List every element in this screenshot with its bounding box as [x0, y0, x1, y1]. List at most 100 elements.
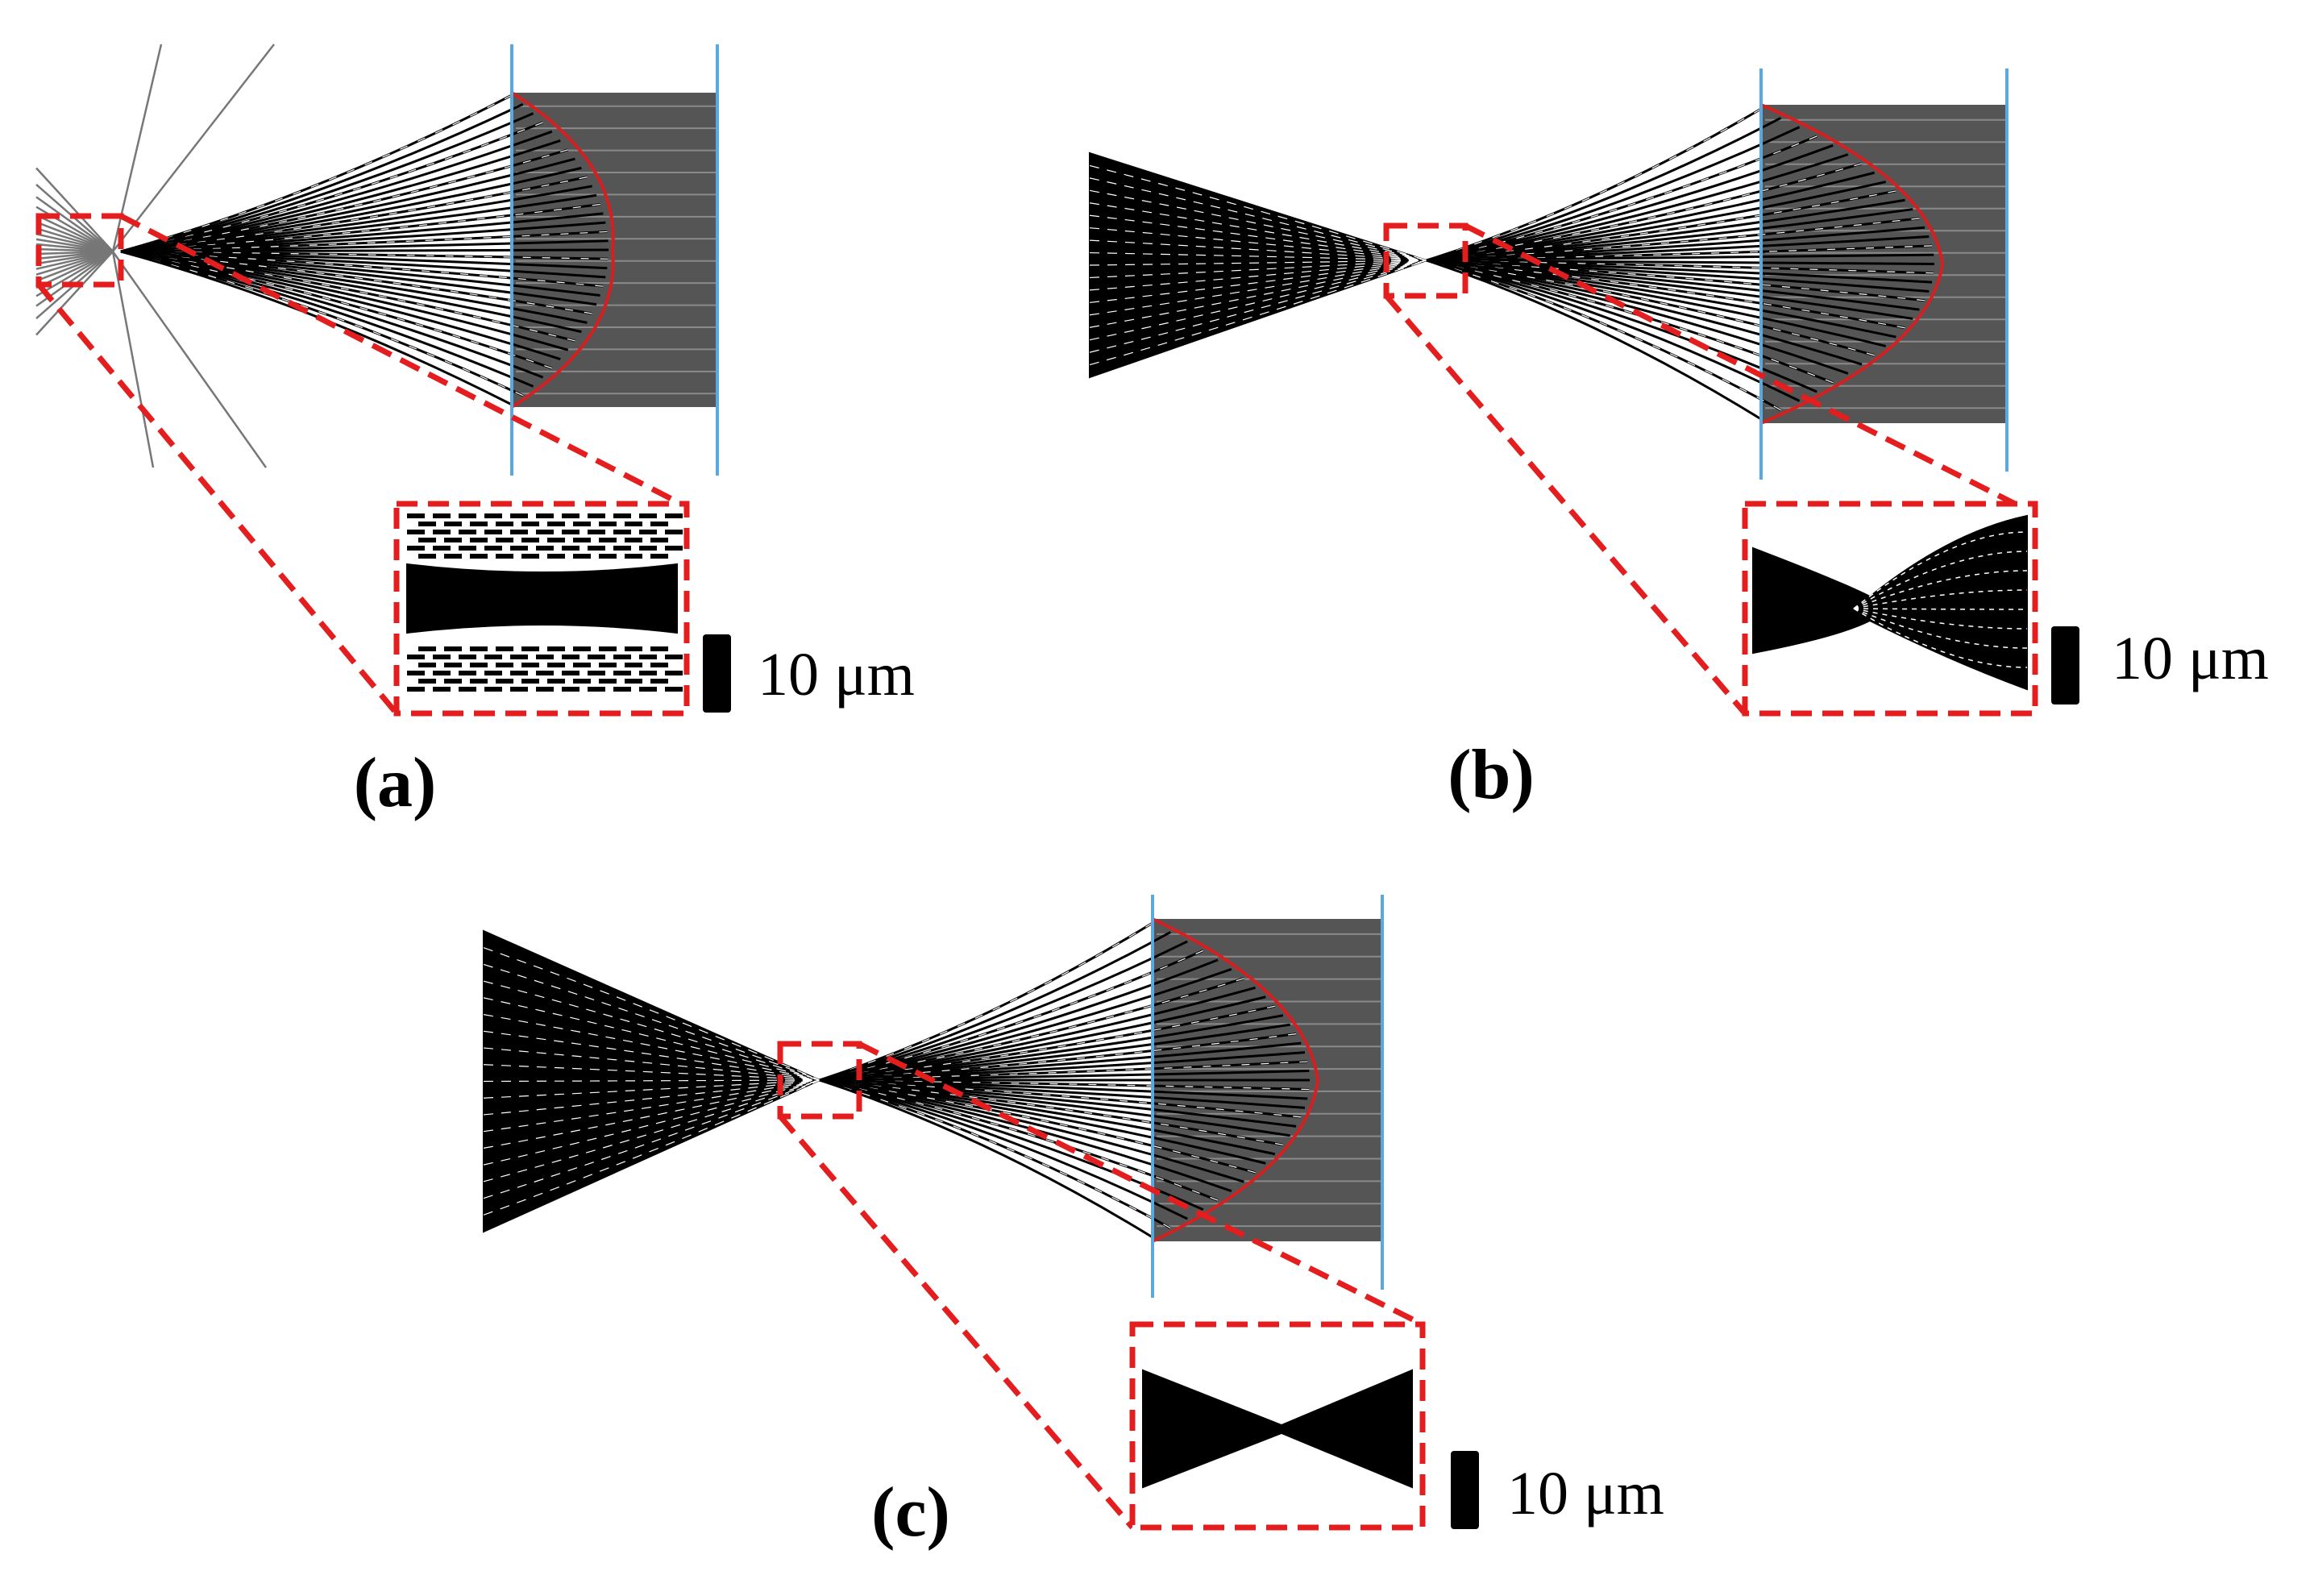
cone-ray-highlight [1089, 227, 1427, 261]
panel-a-zoom-box [393, 501, 690, 717]
cone-ray-highlight [483, 980, 820, 1081]
ray-highlight [819, 1079, 1171, 1229]
panel-a-zoom-connector-bottom [36, 282, 399, 716]
converging-ray [1426, 259, 1863, 366]
panel-b-zoom-box [1742, 501, 2038, 717]
diverging-ray [35, 250, 114, 282]
cone-body [483, 929, 822, 1233]
cone-ray-highlight [1089, 164, 1427, 261]
converging-ray [120, 102, 524, 253]
converging-ray [819, 940, 1188, 1082]
diverging-ray [111, 251, 155, 468]
converging-ray [1426, 126, 1801, 262]
cone-ray-highlight [483, 1079, 820, 1099]
ray-highlight [819, 978, 1244, 1081]
cone-ray-highlight [1089, 260, 1427, 279]
inset-ray-highlight [1853, 589, 2028, 609]
inset-ray-highlight [1853, 551, 2028, 609]
converging-ray [819, 967, 1232, 1082]
panel-c-zoom-box [1129, 1321, 1426, 1531]
panel-c-zoom-connector-top [858, 1041, 1424, 1328]
converging-ray [819, 931, 1171, 1082]
ray-highlight [120, 94, 513, 252]
panel-b-zoom-connector-top [1464, 222, 2017, 507]
converging-ray [819, 1079, 1232, 1193]
cone-ray-highlight [483, 1079, 820, 1216]
converging-ray [1426, 259, 1762, 421]
inset-hourglass [1142, 1369, 1413, 1489]
ray-highlight [1426, 260, 1834, 384]
cone-ray-highlight [1089, 260, 1427, 266]
panel-c-scale-bar [1451, 1451, 1479, 1529]
panel-a-beam-lines [516, 105, 716, 395]
panel-b-label: (b) [1448, 736, 1535, 814]
cone-ray-highlight [483, 1079, 820, 1182]
cone-ray-highlight [483, 947, 820, 1081]
diverging-ray [35, 250, 114, 297]
diverging-ray [35, 167, 114, 252]
panel-a-zoom-connector-top [119, 213, 683, 507]
panel-c-zoom-inset-rays [1142, 1369, 1413, 1489]
panel-b-converging-rays [1426, 107, 1935, 421]
panel-b-zoom-connector-bottom [1384, 293, 1747, 716]
panel-c-input-cone [483, 929, 822, 1233]
panel-c-scale-bar-label: 10 μm [1507, 1460, 1664, 1527]
diverging-ray [111, 251, 268, 468]
panel-b-lens-surface [1760, 103, 1945, 425]
inset-ray-highlight [1853, 570, 2028, 609]
ray-highlight [1426, 245, 1933, 261]
cone-ray-highlight [1089, 260, 1427, 366]
cone-ray-highlight [483, 963, 820, 1081]
panel-b-focus-box [1383, 222, 1468, 299]
cone-ray-highlight [483, 1079, 820, 1083]
converging-ray [120, 250, 513, 406]
ray-highlight [1426, 163, 1863, 261]
cone-ray-highlight [1089, 260, 1427, 291]
panel-c-focus-box [777, 1041, 862, 1120]
panel-a-scale-bar-label: 10 μm [758, 641, 915, 709]
inset-waist [1752, 514, 2028, 691]
panel-c-converging-rays [819, 921, 1310, 1239]
panel-c: 10 μm (c) [483, 895, 1664, 1552]
panel-b: 10 μm (b) [1089, 69, 2269, 814]
converging-ray [1426, 143, 1834, 262]
ray-highlight [1426, 260, 1875, 356]
inset-waist [406, 563, 678, 634]
inset-ray-highlight [1853, 531, 2028, 609]
ray-highlight [120, 251, 523, 397]
panel-a-scale-bar [703, 634, 731, 713]
panel-c-zoom-connector-bottom [778, 1114, 1135, 1530]
panel-a-diverging-rays [35, 44, 275, 468]
converging-ray [819, 1079, 1153, 1239]
cone-ray-highlight [1089, 260, 1427, 353]
ray-highlight [1426, 260, 1934, 274]
ray-highlight [819, 1079, 1284, 1145]
panel-c-label: (c) [871, 1473, 950, 1552]
converging-ray [120, 112, 534, 253]
converging-ray [819, 1079, 1244, 1183]
ray-highlight [1426, 260, 1781, 411]
converging-ray [819, 1079, 1188, 1220]
diverging-ray [35, 196, 114, 253]
converging-ray [1426, 153, 1849, 262]
converging-ray [120, 250, 544, 379]
converging-ray [1426, 259, 1817, 393]
panel-c-zoom-inset [1129, 1321, 1426, 1531]
ray-highlight [819, 1005, 1275, 1081]
cone-ray-highlight [483, 1047, 820, 1081]
converging-ray [1426, 107, 1762, 262]
panel-b-input-cone [1089, 152, 1430, 379]
converging-ray [1426, 259, 1849, 375]
converging-ray [819, 958, 1219, 1082]
cone-ray-highlight [483, 1079, 820, 1116]
panel-a-zoom-inset [393, 501, 690, 717]
ray-highlight [819, 1079, 1219, 1201]
panel-c-lens-surface [1152, 917, 1320, 1243]
diverging-ray [35, 251, 114, 336]
ray-highlight [819, 1079, 1256, 1174]
inset-ray-highlight [1853, 608, 2028, 668]
cone-ray-highlight [483, 1079, 820, 1199]
ray-highlight [1426, 135, 1817, 261]
panel-a: 10 μm (a) [35, 44, 915, 822]
